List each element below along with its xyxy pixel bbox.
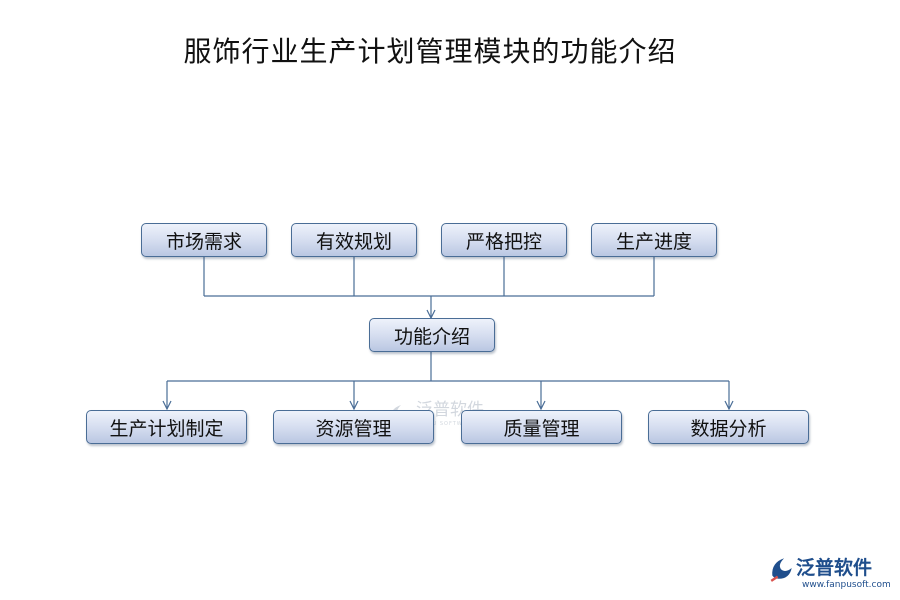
node-label: 严格把控 bbox=[465, 230, 542, 253]
node-production-plan: 生产计划制定 bbox=[86, 410, 247, 444]
node-label: 资源管理 bbox=[315, 417, 392, 440]
brand-logo: 泛普软件 www.fanpusoft.com bbox=[768, 552, 896, 596]
node-function-intro: 功能介绍 bbox=[369, 318, 495, 352]
fanpu-logo-icon bbox=[770, 558, 792, 582]
node-label: 质量管理 bbox=[503, 417, 580, 440]
brand-url: www.fanpusoft.com bbox=[802, 580, 891, 590]
node-label: 生产计划制定 bbox=[109, 417, 224, 440]
node-label: 数据分析 bbox=[690, 417, 767, 440]
node-data-analysis: 数据分析 bbox=[648, 410, 809, 444]
watermark-subtext: FANPU SOFTWARE bbox=[416, 420, 476, 427]
node-quality-management: 质量管理 bbox=[461, 410, 622, 444]
diagram-title: 服饰行业生产计划管理模块的功能介绍 bbox=[183, 35, 677, 68]
node-resource-management: 资源管理 bbox=[273, 410, 434, 444]
node-effective-planning: 有效规划 bbox=[291, 223, 417, 257]
node-label: 功能介绍 bbox=[393, 325, 470, 348]
brand-name: 泛普软件 bbox=[796, 557, 873, 579]
node-strict-control: 严格把控 bbox=[441, 223, 567, 257]
node-market-demand: 市场需求 bbox=[141, 223, 267, 257]
node-production-progress: 生产进度 bbox=[591, 223, 717, 257]
node-label: 生产进度 bbox=[615, 230, 692, 253]
node-label: 市场需求 bbox=[165, 230, 242, 253]
node-label: 有效规划 bbox=[315, 230, 392, 253]
